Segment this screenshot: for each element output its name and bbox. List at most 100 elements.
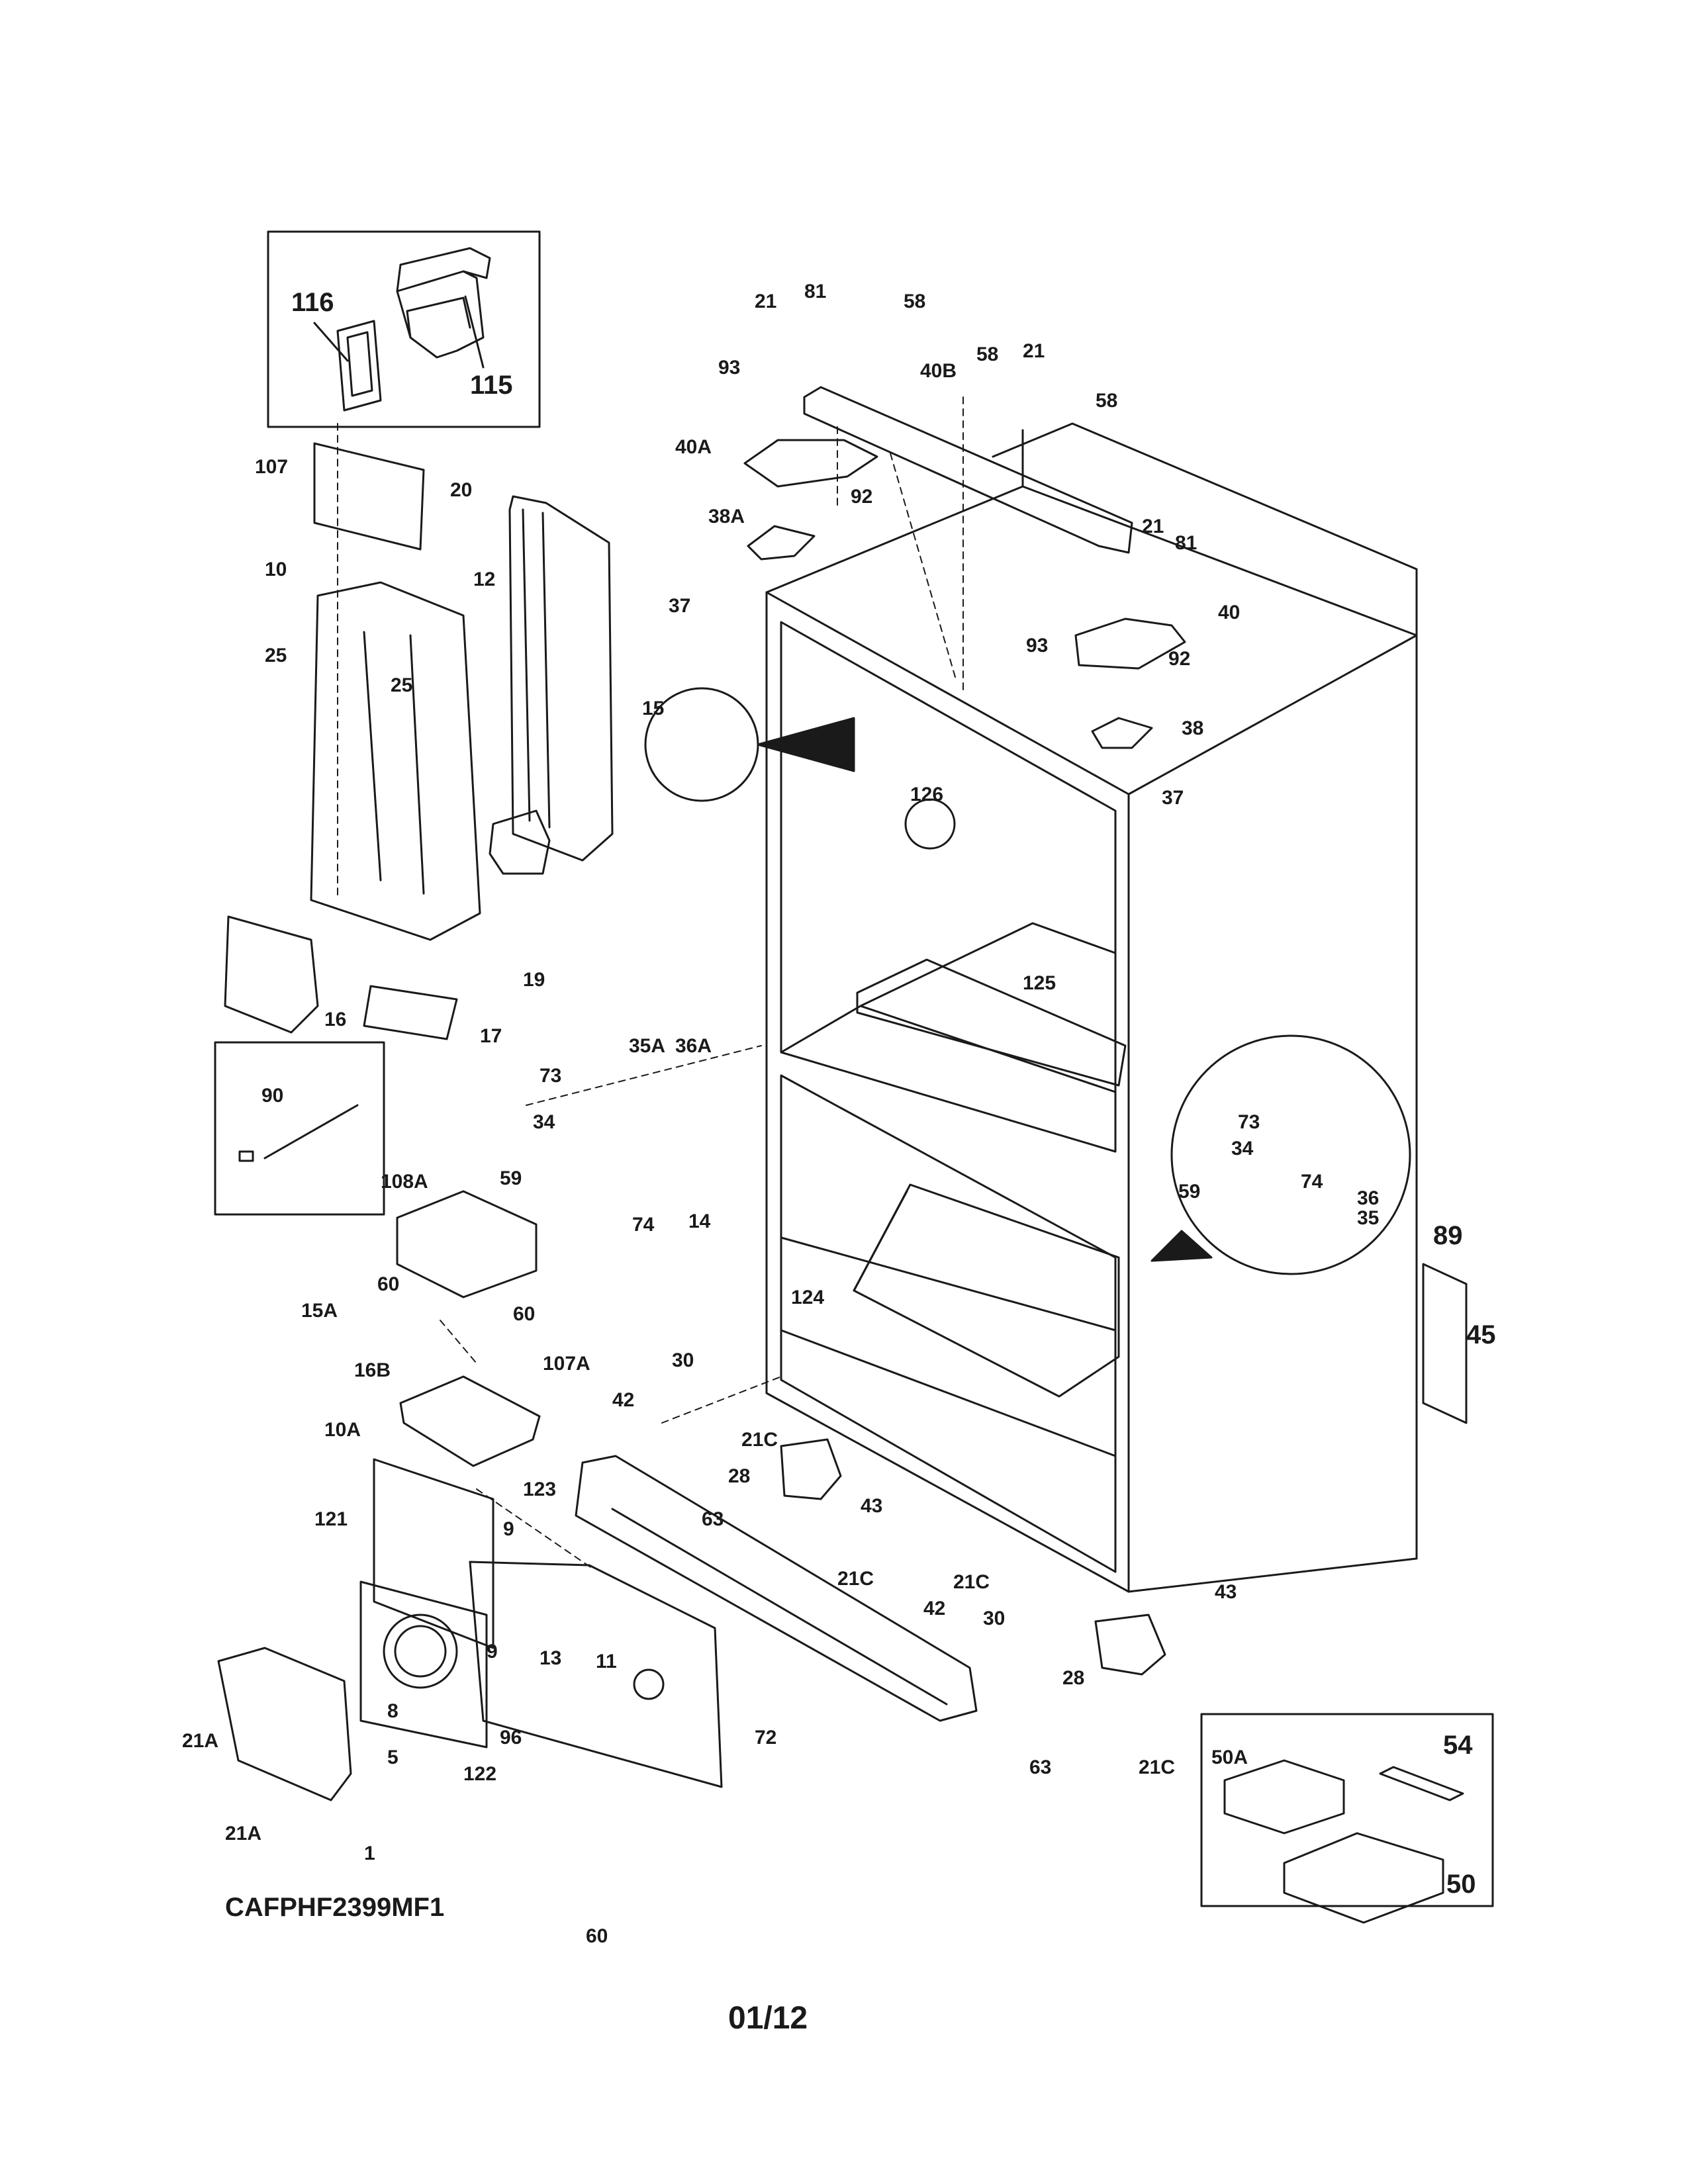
- part-callout: 40B: [920, 360, 957, 382]
- part-callout: 17: [480, 1025, 502, 1047]
- part-callout: 20: [450, 479, 472, 501]
- part-callout: 12: [473, 569, 495, 590]
- part-callout: 21C: [837, 1568, 874, 1590]
- refrigerator-cabinet: [765, 422, 1418, 1593]
- part-callout: 1: [364, 1843, 375, 1864]
- part-callout: 10A: [324, 1419, 361, 1441]
- part-callout: 50A: [1211, 1747, 1248, 1768]
- part-callout: 42: [612, 1389, 634, 1411]
- part-callout: 74: [632, 1214, 655, 1236]
- part-callout: 60: [377, 1273, 399, 1295]
- part-callout: 93: [718, 357, 740, 379]
- roller-bracket-28-right: [1094, 1614, 1166, 1676]
- part-callout: 92: [851, 486, 872, 508]
- part-callout: 108A: [381, 1171, 428, 1193]
- part-callout: 37: [669, 595, 690, 617]
- part-callout: 74: [1301, 1171, 1323, 1193]
- part-callout: 11: [596, 1651, 617, 1672]
- part-callout: 122: [463, 1763, 496, 1785]
- toe-grille-72: [575, 1455, 978, 1722]
- side-panel-89: [1422, 1263, 1468, 1424]
- part-callout: 63: [1029, 1756, 1051, 1778]
- part-callout: 21C: [1139, 1756, 1175, 1778]
- part-callout: 45: [1466, 1320, 1496, 1349]
- part-callout: 116: [291, 288, 334, 317]
- rear-panel-11: [469, 1561, 723, 1788]
- part-callout: 10: [265, 559, 287, 580]
- part-callout: 16: [324, 1009, 346, 1030]
- part-callout: 36: [1357, 1187, 1379, 1209]
- part-callout: 125: [1023, 972, 1056, 994]
- part-callout: 72: [755, 1727, 776, 1749]
- hinge-bar-40b: [803, 386, 1133, 554]
- hinge-38a: [747, 525, 816, 561]
- part-callout: 34: [533, 1111, 555, 1133]
- zoom-detail-15: [644, 687, 855, 802]
- part-callout: 96: [500, 1727, 522, 1749]
- hinge-40: [1074, 617, 1186, 670]
- part-callout: 43: [861, 1495, 882, 1517]
- part-callout: 58: [976, 343, 998, 365]
- part-callout: 60: [586, 1925, 608, 1947]
- part-callout: 107A: [543, 1353, 590, 1375]
- part-callout: 30: [672, 1349, 694, 1371]
- inset-box-115-116: [267, 230, 541, 428]
- part-callout: 35: [1357, 1207, 1379, 1229]
- cover-107a: [399, 1375, 541, 1467]
- control-housing-108a: [396, 1190, 538, 1298]
- part-callout: 90: [261, 1085, 283, 1107]
- part-callout: 59: [500, 1167, 522, 1189]
- part-callout: 28: [1062, 1667, 1084, 1689]
- part-callout: 60: [513, 1303, 535, 1325]
- part-callout: 107: [255, 456, 288, 478]
- part-callout: 81: [1175, 532, 1197, 554]
- part-callout: 40A: [675, 436, 712, 458]
- fan-shroud-96: [359, 1580, 488, 1749]
- part-callout: 15: [642, 698, 664, 719]
- part-callout: 38: [1182, 717, 1203, 739]
- part-callout: 9: [503, 1518, 514, 1540]
- part-callout: 73: [1238, 1111, 1260, 1133]
- part-callout: 43: [1215, 1581, 1237, 1603]
- part-callout: 63: [702, 1508, 724, 1530]
- part-callout: 30: [983, 1608, 1005, 1629]
- part-callout: 54: [1443, 1731, 1473, 1760]
- inset-box-90: [214, 1041, 385, 1216]
- zoom-detail-35-36: [1150, 1034, 1411, 1275]
- inset-box-50: [1200, 1713, 1494, 1924]
- front-cover-1: [217, 1647, 352, 1801]
- part-callout: 21: [1023, 340, 1045, 362]
- part-callout: 58: [1096, 390, 1117, 412]
- shelf-125: [856, 958, 1127, 1087]
- part-callout: 93: [1026, 635, 1048, 657]
- part-callout: 92: [1168, 648, 1190, 670]
- part-callout: 124: [791, 1287, 824, 1308]
- part-callout: 5: [387, 1747, 399, 1768]
- page-number: 01/12: [728, 2001, 808, 2036]
- part-callout: 19: [523, 969, 545, 991]
- hinge-38: [1091, 717, 1153, 749]
- hinge-40a: [743, 439, 878, 488]
- part-callout: 35A: [629, 1035, 665, 1057]
- part-callout: 25: [391, 674, 412, 696]
- damper-19: [489, 809, 551, 875]
- part-callout: 59: [1178, 1181, 1200, 1203]
- part-callout: 42: [923, 1598, 945, 1619]
- part-callout: 37: [1162, 787, 1184, 809]
- part-callout: 36A: [675, 1035, 712, 1057]
- part-callout: 73: [539, 1065, 561, 1087]
- part-callout: 40: [1218, 602, 1240, 623]
- part-callout: 13: [539, 1647, 561, 1669]
- part-callout: 89: [1433, 1221, 1463, 1250]
- part-callout: 21A: [225, 1823, 261, 1844]
- part-callout: 58: [904, 291, 925, 312]
- part-callout: 123: [523, 1479, 556, 1500]
- model-id: CAFPHF2399MF1: [225, 1893, 444, 1922]
- part-callout: 15A: [301, 1300, 338, 1322]
- part-callout: 38A: [708, 506, 745, 527]
- part-callout: 121: [314, 1508, 348, 1530]
- roller-bracket-28-left: [780, 1438, 842, 1500]
- part-callout: 8: [387, 1700, 399, 1722]
- part-callout: 115: [470, 371, 513, 400]
